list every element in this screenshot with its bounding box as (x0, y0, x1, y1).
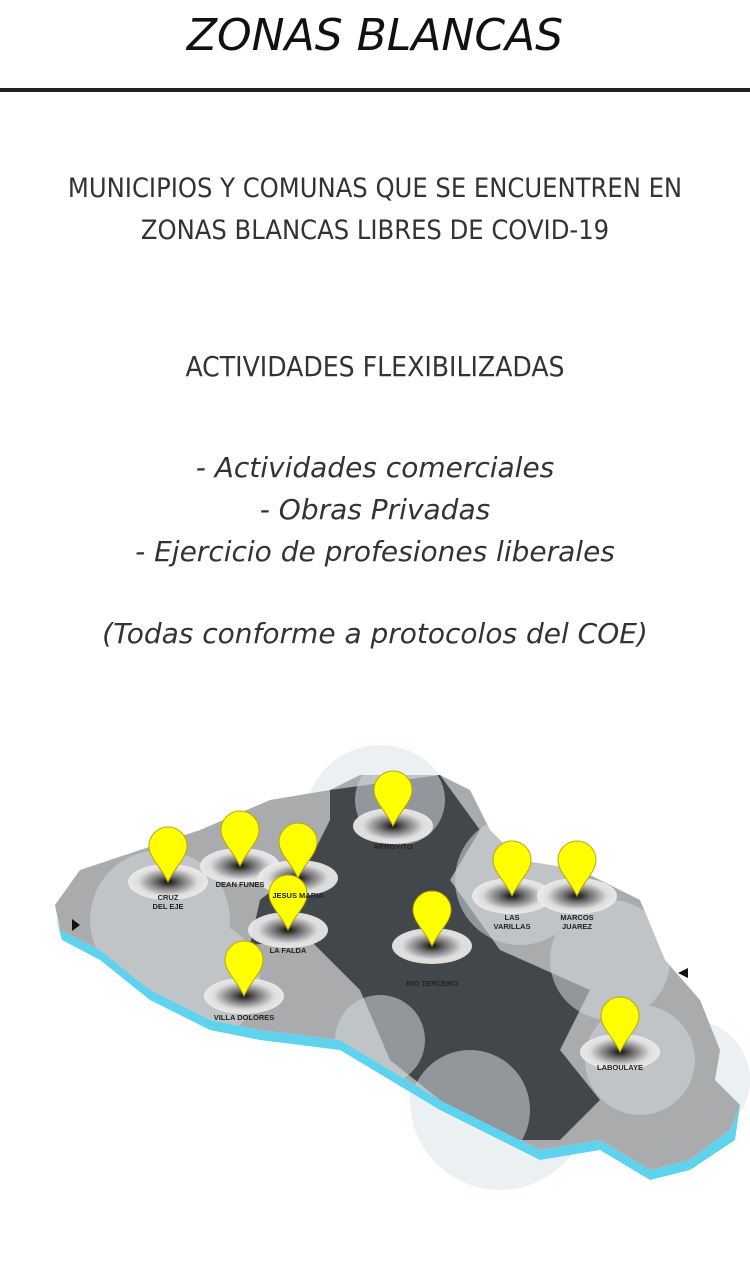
arrow-marker (678, 968, 688, 978)
location-pin-icon (412, 890, 452, 948)
activities-list: - Actividades comerciales - Obras Privad… (0, 447, 750, 573)
location-label: DEAN FUNES (216, 880, 265, 889)
location-label: RIO TERCERO (406, 979, 458, 988)
location-pin-icon (373, 770, 413, 828)
location-label: LA FALDA (270, 946, 307, 955)
location-label: CRUZ (158, 893, 179, 902)
subtitle-line: MUNICIPIOS Y COMUNAS QUE SE ENCUENTREN E… (67, 173, 683, 204)
location-label: ARROYITO (373, 842, 413, 851)
location-pin-icon (492, 840, 532, 898)
activity-item: - Actividades comerciales (195, 451, 555, 484)
map-pins (148, 770, 640, 1054)
activity-item: - Ejercicio de profesiones liberales (135, 535, 615, 568)
location-pin-icon (224, 940, 264, 998)
activity-item: - Obras Privadas (259, 493, 491, 526)
subtitle-line: ZONAS BLANCAS LIBRES DE COVID-19 (140, 215, 610, 246)
subtitle: MUNICIPIOS Y COMUNAS QUE SE ENCUENTREN E… (0, 168, 750, 252)
protocol-note: (Todas conforme a protocolos del COE) (102, 617, 648, 650)
location-label: VARILLAS (494, 922, 531, 931)
location-label: LAS (505, 913, 520, 922)
page-title: ZONAS BLANCAS (186, 10, 564, 61)
location-label: MARCOS (560, 913, 593, 922)
location-pin-icon (278, 822, 318, 880)
section-heading: ACTIVIDADES FLEXIBILIZADAS (185, 350, 565, 383)
location-pin-icon (220, 810, 260, 868)
location-label: VILLA DOLORES (214, 1013, 275, 1022)
location-label: DEL EJE (152, 902, 183, 911)
title-divider (0, 88, 750, 92)
location-pin-icon (600, 996, 640, 1054)
location-label: JESUS MARIA (272, 891, 324, 900)
arrow-marker (72, 919, 80, 931)
location-pin-icon (557, 840, 597, 898)
location-label: LABOULAYE (597, 1063, 643, 1072)
location-pin-icon (148, 826, 188, 884)
location-label: JUAREZ (562, 922, 592, 931)
location-pin-icon (268, 874, 308, 932)
